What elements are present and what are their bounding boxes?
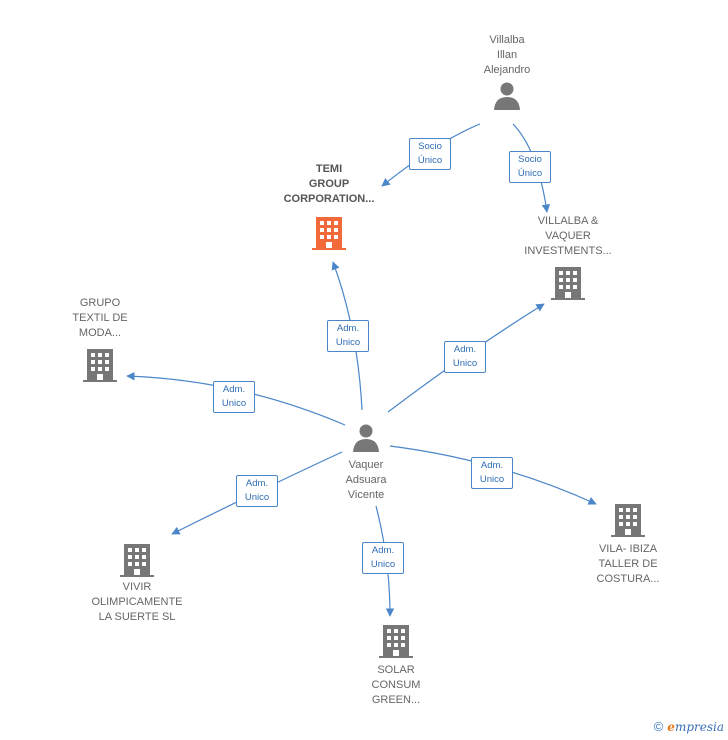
relation-label-adm-unico[interactable]: Adm. Unico	[362, 542, 404, 574]
building-icon	[611, 504, 645, 537]
building-icon	[120, 544, 154, 577]
node-villalba-illan-alejandro[interactable]: Villalba Illan Alejandro	[459, 33, 555, 110]
node-label[interactable]: VILLALBA & VAQUER INVESTMENTS...	[524, 215, 612, 257]
node-label[interactable]: GRUPO TEXTIL DE MODA...	[72, 297, 128, 339]
node-vila-ibiza-taller-de-costura[interactable]: VILA- IBIZA TALLER DE COSTURA...	[578, 502, 678, 587]
node-temi-group-corporation[interactable]: TEMI GROUP CORPORATION...	[266, 162, 392, 251]
relation-label-socio-unico[interactable]: Socio Único	[509, 151, 551, 183]
node-label[interactable]: SOLAR CONSUM GREEN...	[371, 664, 421, 706]
node-villalba-vaquer-investments[interactable]: VILLALBA & VAQUER INVESTMENTS...	[512, 214, 624, 301]
node-label[interactable]: Vaquer Adsuara Vicente	[345, 459, 387, 501]
node-label[interactable]: TEMI GROUP CORPORATION...	[283, 163, 375, 205]
person-icon	[494, 82, 520, 110]
relation-label-adm-unico[interactable]: Adm. Unico	[327, 320, 369, 352]
copyright-symbol: ©	[653, 719, 664, 734]
building-icon	[551, 267, 585, 300]
building-icon	[379, 625, 413, 658]
relation-label-adm-unico[interactable]: Adm. Unico	[471, 457, 513, 489]
brand-logo-first-letter: e	[667, 720, 675, 734]
relation-label-adm-unico[interactable]: Adm. Unico	[444, 341, 486, 373]
building-icon	[312, 217, 346, 250]
node-grupo-textil-de-moda[interactable]: GRUPO TEXTIL DE MODA...	[54, 296, 146, 383]
node-vivir-olimpicamente[interactable]: VIVIR OLIMPICAMENTE LA SUERTE SL	[82, 542, 192, 625]
node-solar-consum-green[interactable]: SOLAR CONSUM GREEN...	[350, 623, 442, 708]
node-label[interactable]: Villalba Illan Alejandro	[483, 34, 531, 76]
node-label[interactable]: VIVIR OLIMPICAMENTE LA SUERTE SL	[91, 581, 183, 623]
building-icon	[83, 349, 117, 382]
relation-label-adm-unico[interactable]: Adm. Unico	[213, 381, 255, 413]
footer-watermark[interactable]: ©empresia	[654, 719, 724, 734]
node-vaquer-adsuara-vicente[interactable]: Vaquer Adsuara Vicente	[320, 422, 412, 503]
node-label[interactable]: VILA- IBIZA TALLER DE COSTURA...	[596, 543, 660, 585]
brand-logo-rest: mpresia	[674, 720, 724, 734]
person-icon	[353, 424, 379, 452]
relation-label-adm-unico[interactable]: Adm. Unico	[236, 475, 278, 507]
relation-label-socio-unico[interactable]: Socio Único	[409, 138, 451, 170]
